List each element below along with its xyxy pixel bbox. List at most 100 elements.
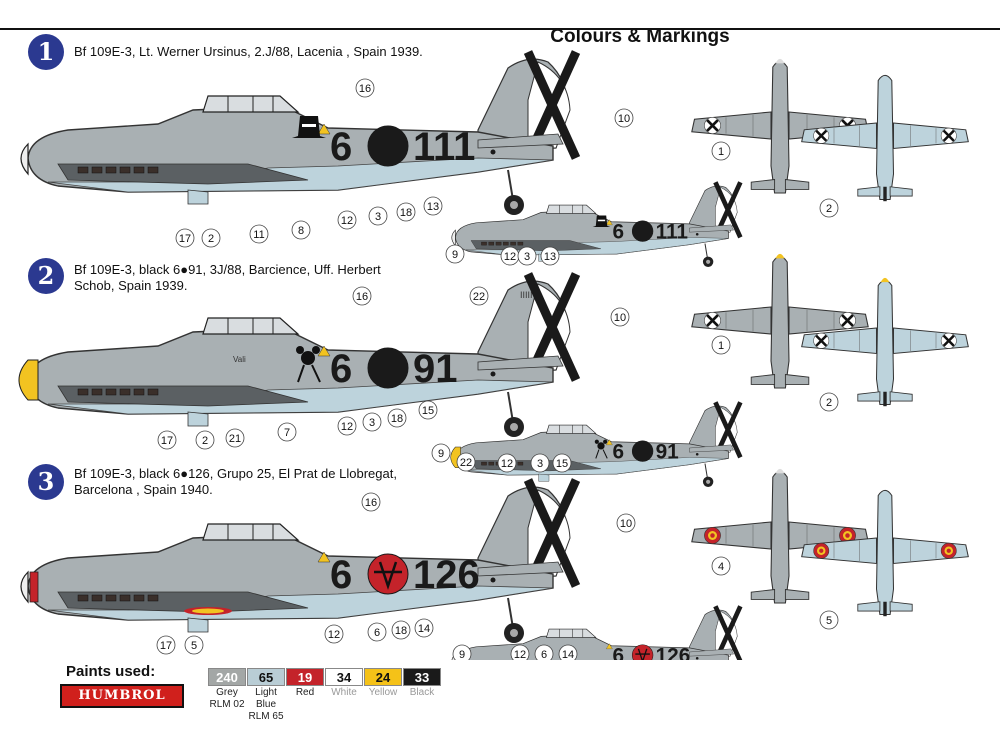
warning-triangle: [317, 551, 331, 563]
canopy: [202, 95, 300, 113]
fuselage-roundel: [367, 347, 409, 389]
callout-number: 14: [562, 649, 574, 660]
planform-fin: [883, 186, 887, 202]
callout-number: 12: [504, 251, 516, 263]
callout-circle: [368, 206, 388, 226]
callout-circle: [517, 246, 537, 266]
callout-circle: [396, 202, 416, 222]
callout-circle: [355, 78, 375, 98]
fuselage-roundel: [367, 125, 409, 167]
pilot-name-marking: Vali: [233, 355, 246, 364]
canopy: [202, 317, 300, 335]
scheme-2-caption: Bf 109E-3, black 6●91, 3J/88, Barcience,…: [74, 262, 381, 294]
exhaust-stub: [133, 166, 145, 174]
callout-circle: [156, 635, 176, 655]
spinner: [451, 229, 456, 247]
panel-lines: [725, 114, 835, 137]
callout-number: 12: [341, 215, 353, 227]
mickey-ear: [603, 439, 608, 444]
callout-number: 17: [161, 435, 173, 447]
callout-number: 10: [618, 113, 630, 125]
callout-circle: [277, 422, 297, 442]
exhaust-stub: [481, 461, 487, 466]
exhaust-stub: [105, 594, 117, 602]
callout-circle: [195, 430, 215, 450]
exhaust-stub: [147, 388, 159, 396]
callout-number: 12: [341, 421, 353, 433]
wing-marking-x: [815, 334, 828, 347]
caption-line: Schob, Spain 1939.: [74, 278, 188, 293]
wheel-well: [187, 411, 209, 427]
planform-fuselage: [770, 61, 790, 194]
callout-number: 3: [537, 458, 543, 470]
code-number-right: 126: [413, 553, 480, 597]
callout-circle: [497, 453, 517, 473]
exhaust-stub: [133, 388, 145, 396]
planform-top-2: [691, 253, 869, 389]
wing-marking-x: [706, 314, 719, 327]
callout-number: 18: [400, 207, 412, 219]
callout-number: 3: [524, 251, 530, 263]
planform-bottom-3: [801, 489, 969, 617]
paint-code: 34: [325, 668, 363, 686]
callout-number: 22: [460, 457, 472, 469]
code-dot: [490, 371, 496, 377]
callout-circle: [225, 428, 245, 448]
planform-tail: [857, 601, 913, 612]
fuselage-roundel: [631, 440, 654, 462]
callout-circle: [367, 622, 387, 642]
callout-circle: [614, 108, 634, 128]
callout-circle: [362, 412, 382, 432]
canopy: [545, 204, 597, 214]
wing-marking-x: [815, 129, 828, 142]
mickey-ear: [594, 439, 599, 444]
exhaust-stub: [488, 461, 495, 466]
planform-wings: [801, 537, 969, 565]
mickey-ear: [312, 346, 320, 354]
planform-nose: [775, 58, 785, 64]
caption-line: Bf 109E-3, black 6●126, Grupo 25, El Pra…: [74, 466, 397, 481]
paint-name: Yellow: [368, 687, 398, 698]
callout-number: 8: [298, 225, 304, 237]
exhaust-stub: [133, 594, 145, 602]
code-number-left: 6: [612, 220, 624, 243]
scheme-1-badge: 1: [28, 34, 64, 70]
planform-wings: [801, 327, 969, 355]
wing-roundel-center: [819, 548, 824, 553]
callout-circle: [418, 400, 438, 420]
code-dot: [490, 149, 496, 155]
tail-wheel-hub: [510, 629, 518, 637]
exhaust-stub: [517, 241, 524, 246]
callout-circle: [540, 246, 560, 266]
callout-circle: [819, 198, 839, 218]
planform-nose: [775, 468, 785, 474]
tail-strut: [704, 463, 709, 480]
exhaust-stub: [119, 388, 131, 396]
exhaust-stub: [105, 166, 117, 174]
scheme-2-badge: 2: [28, 258, 64, 294]
exhaust-stub: [503, 241, 509, 246]
planform-bottom-2: [801, 277, 969, 407]
tail-wheel-hub: [706, 259, 711, 264]
paint-name: White: [331, 687, 357, 698]
mickey-emblem: [301, 351, 315, 365]
callout-number: 18: [391, 413, 403, 425]
callout-circle: [711, 141, 731, 161]
code-number-right: 91: [413, 347, 458, 391]
planform-fin: [883, 601, 887, 617]
planform-fuselage: [770, 471, 790, 604]
canopy-frame: [227, 318, 274, 334]
callout-number: 7: [284, 427, 290, 439]
callout-circle: [711, 335, 731, 355]
scheme-3-caption: Bf 109E-3, black 6●126, Grupo 25, El Pra…: [74, 466, 397, 498]
exhaust-stub: [77, 166, 89, 174]
callout-number: 16: [359, 83, 371, 95]
callout-circle: [534, 644, 554, 660]
fuselage-roundel: [367, 553, 409, 595]
